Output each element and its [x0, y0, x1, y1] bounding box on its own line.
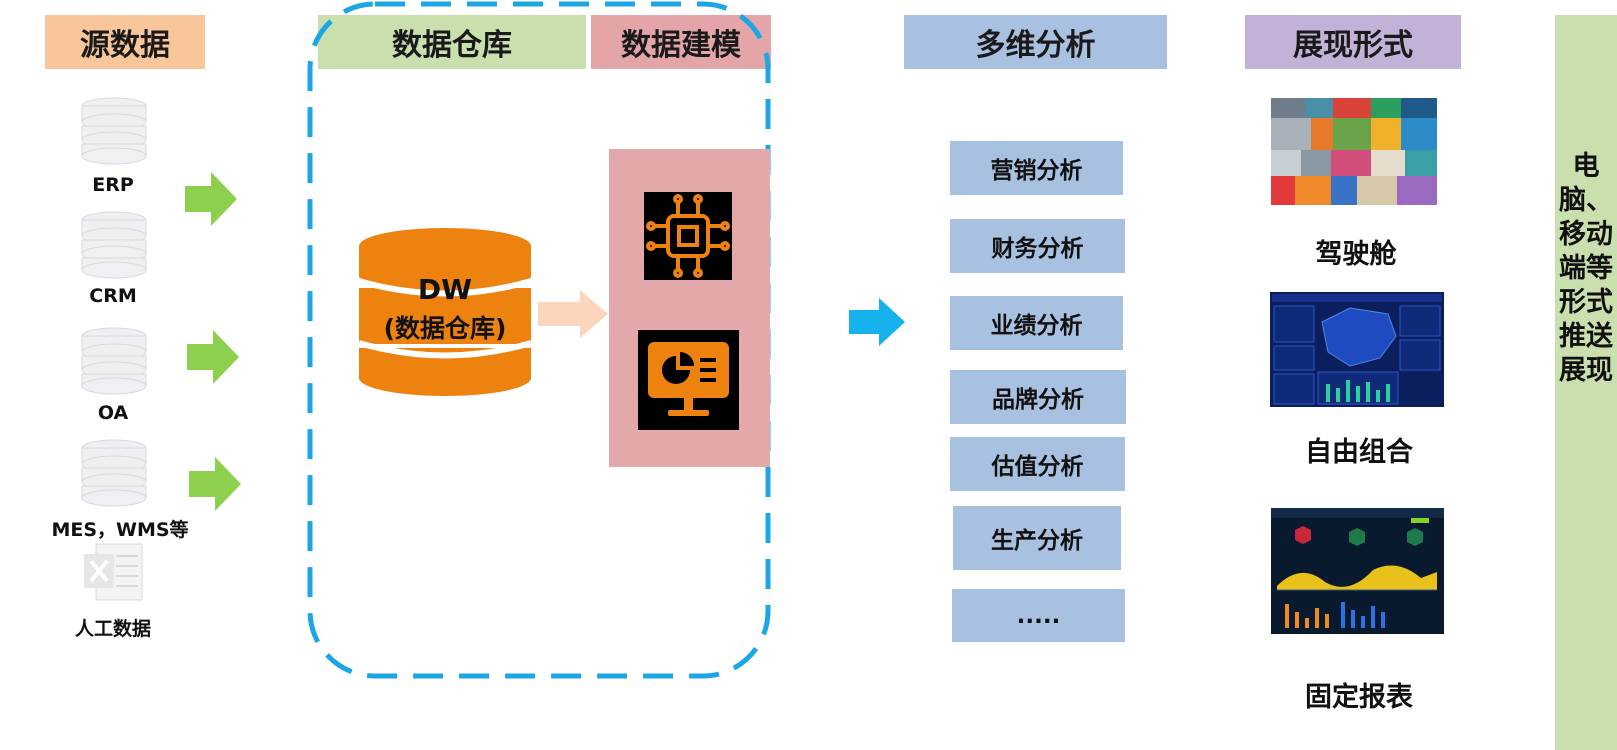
modeling-header-label: 数据建模 [621, 28, 741, 63]
presentation-icon [638, 330, 739, 430]
map-dashboard-image [1272, 294, 1442, 405]
source-label-erp: ERP [92, 174, 134, 196]
display-label-fixed-report: 固定报表 [1305, 682, 1413, 713]
source-label-oa: OA [97, 402, 129, 424]
display-label-cockpit: 驾驶舱 [1315, 239, 1397, 270]
source-label-manual: 人工数据 [74, 618, 151, 640]
dw-cylinder-icon [358, 228, 532, 396]
modeling-header: 数据建模 [591, 15, 771, 69]
analysis-item-brand: 品牌分析 [950, 370, 1126, 424]
display-header-label: 展现形式 [1293, 28, 1413, 63]
warehouse-header: 数据仓库 [318, 15, 586, 69]
analysis-item-valuation: 估值分析 [950, 437, 1125, 491]
dw-title: DW [417, 273, 473, 306]
database-icon-erp [81, 97, 147, 165]
source-header-label: 源数据 [80, 28, 170, 63]
fixed-report-thumbnail [1271, 508, 1444, 634]
report-dashboard-image [1271, 508, 1444, 628]
chip-icon [644, 192, 732, 280]
display-header: 展现形式 [1245, 15, 1461, 69]
display-label-free-combination: 自由组合 [1305, 437, 1413, 468]
cockpit-thumbnail [1271, 98, 1437, 205]
cockpit-tiles-image [1271, 98, 1437, 205]
free-combination-thumbnail [1270, 292, 1444, 407]
analysis-item-production: 生产分析 [953, 506, 1121, 570]
dw-subtitle: (数据仓库) [383, 314, 507, 343]
source-label-crm: CRM [89, 285, 137, 307]
green-arrow-2 [187, 330, 239, 384]
analysis-header: 多维分析 [904, 15, 1167, 69]
analysis-item-label: 营销分析 [990, 158, 1083, 184]
analysis-header-label: 多维分析 [975, 28, 1096, 63]
analysis-item-more: ..... [952, 589, 1125, 642]
analysis-item-label: 业绩分析 [990, 313, 1083, 339]
source-header: 源数据 [45, 15, 205, 69]
analysis-item-label: 财务分析 [991, 236, 1084, 262]
analysis-item-finance: 财务分析 [950, 219, 1125, 273]
push-display-text: 电脑、移动端等形式推送展现 [1559, 151, 1613, 386]
analysis-item-label: 估值分析 [991, 454, 1084, 480]
analysis-item-marketing: 营销分析 [950, 141, 1123, 195]
excel-icon [84, 543, 143, 601]
blue-arrow [849, 298, 905, 346]
analysis-item-label: 品牌分析 [992, 387, 1084, 413]
database-icon-oa [81, 327, 147, 395]
green-arrow-3 [189, 457, 241, 511]
peach-arrow [538, 290, 608, 338]
database-icon-mes [81, 439, 147, 507]
warehouse-header-label: 数据仓库 [392, 28, 512, 63]
analysis-item-performance: 业绩分析 [950, 296, 1123, 350]
database-icon-crm [81, 211, 147, 279]
push-display-bar [1555, 15, 1617, 750]
source-label-mes: MES，WMS等 [51, 519, 189, 541]
green-arrow-1 [185, 172, 237, 226]
analysis-item-label: ..... [1016, 602, 1061, 629]
analysis-item-label: 生产分析 [991, 528, 1083, 554]
